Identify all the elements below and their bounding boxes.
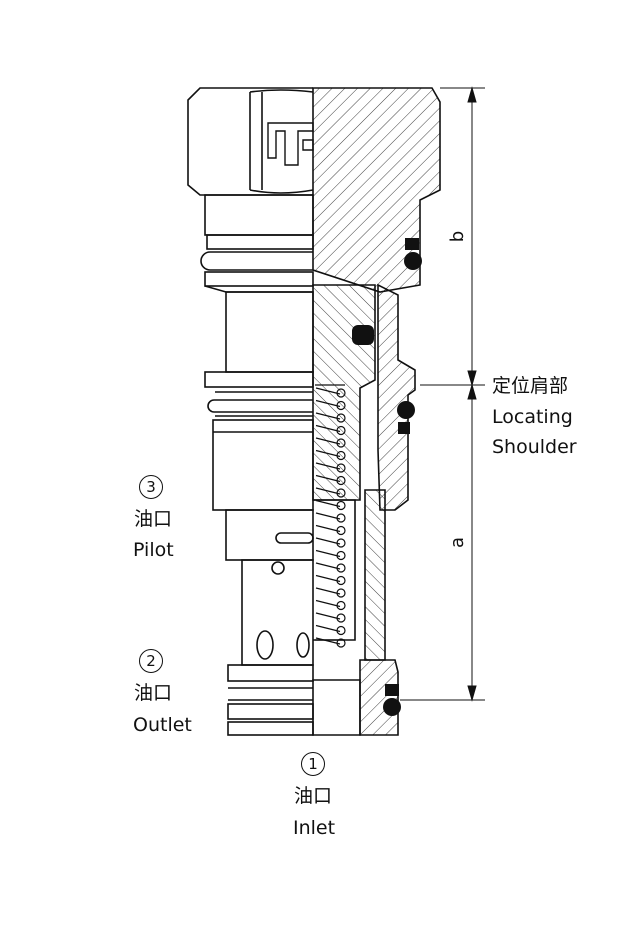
dimension-b-label: b	[447, 230, 469, 243]
spring-coils	[315, 387, 346, 648]
upper-body-rings	[200, 194, 314, 388]
spring-coil	[315, 449, 341, 458]
spring-coil-section	[336, 600, 346, 611]
spring-coil-section	[336, 588, 346, 598]
spring-coil	[315, 624, 341, 633]
spring-coil	[315, 574, 341, 583]
spring	[315, 384, 345, 641]
lower-body-left	[207, 391, 314, 736]
shoulder-label-en-1: Locating	[492, 406, 573, 428]
spring-coil-section	[336, 575, 346, 586]
spring-coil-section	[336, 475, 346, 486]
hex-nut	[187, 87, 314, 196]
brand-logo	[267, 122, 314, 166]
spring-coil-section	[336, 500, 346, 511]
section-body	[312, 283, 416, 736]
spring-coil-section	[336, 438, 346, 448]
spring-coil-section	[336, 538, 346, 548]
spring-coil	[315, 474, 341, 483]
spring-coil	[315, 437, 341, 445]
spring-coil	[315, 537, 341, 545]
spring-coil	[315, 549, 341, 558]
port-2-number: 2	[139, 649, 163, 673]
shoulder-label-en-2: Shoulder	[492, 436, 577, 458]
port-1-label-cn: 油口	[294, 785, 333, 807]
spring-coil-section	[336, 425, 346, 436]
dimension-a-label: a	[447, 536, 469, 549]
spring-coil	[315, 512, 341, 520]
port-1-label-en: Inlet	[293, 817, 336, 839]
spring-coil-section	[336, 450, 346, 461]
spring-coil	[315, 424, 341, 433]
spring-coil	[315, 387, 341, 395]
spring-coil-section	[336, 488, 346, 498]
spring-coil-section	[336, 638, 346, 648]
o-rings	[352, 238, 422, 716]
spring-coil	[315, 562, 341, 570]
spring-coil-section	[336, 563, 346, 573]
spring-coil-section	[336, 388, 346, 398]
spring-coil-section	[336, 463, 346, 473]
spring-coil-section	[336, 525, 346, 536]
spring-coil	[315, 499, 341, 508]
dimension-lines	[400, 86, 485, 702]
spring-coil	[315, 399, 341, 408]
spring-coil-section	[336, 613, 346, 623]
port-3-label-cn: 油口	[134, 508, 173, 530]
spring-coil-section	[336, 550, 346, 561]
port-3-number: 3	[139, 475, 163, 499]
spring-coil-section	[336, 400, 346, 411]
spring-coil	[315, 637, 341, 645]
spring-coil-section	[336, 513, 346, 523]
shoulder-label-cn: 定位肩部	[492, 375, 569, 397]
spring-coil-section	[336, 625, 346, 636]
spring-coil	[315, 524, 341, 533]
port-3-label-en: Pilot	[133, 539, 174, 561]
spring-coil	[315, 462, 341, 470]
spring-coil	[315, 412, 341, 420]
spring-coil	[315, 487, 341, 495]
spring-coil-section	[336, 413, 346, 423]
port-2-label-en: Outlet	[133, 714, 192, 736]
port-2-label-cn: 油口	[134, 682, 173, 704]
spring-coil	[315, 599, 341, 608]
port-1-number: 1	[301, 752, 325, 776]
spring-coil	[315, 612, 341, 620]
spring-coil	[315, 587, 341, 595]
